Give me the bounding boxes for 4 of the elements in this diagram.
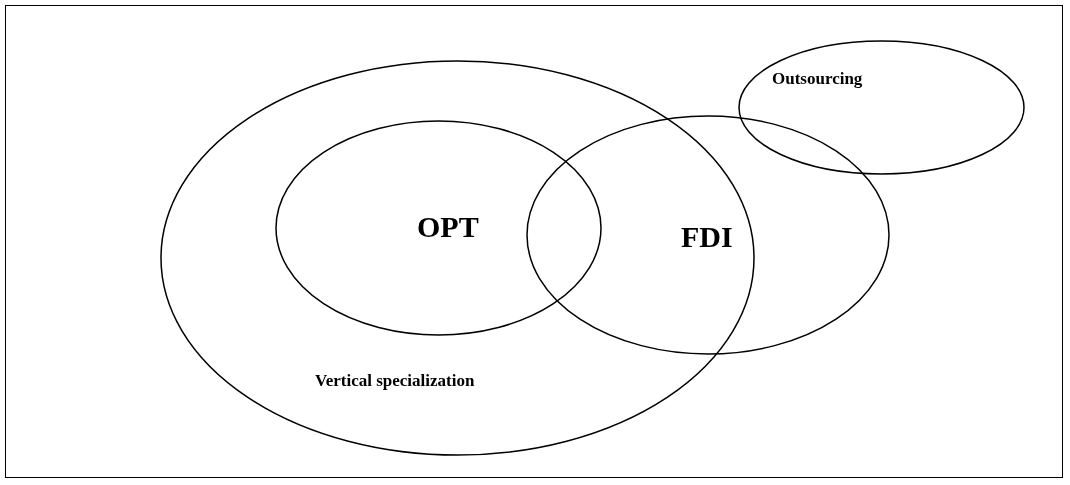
set-label: FDI bbox=[681, 222, 733, 252]
set-label: Vertical specialization bbox=[315, 372, 475, 389]
set-label: OPT bbox=[417, 212, 479, 242]
set-label: Outsourcing bbox=[772, 70, 863, 87]
